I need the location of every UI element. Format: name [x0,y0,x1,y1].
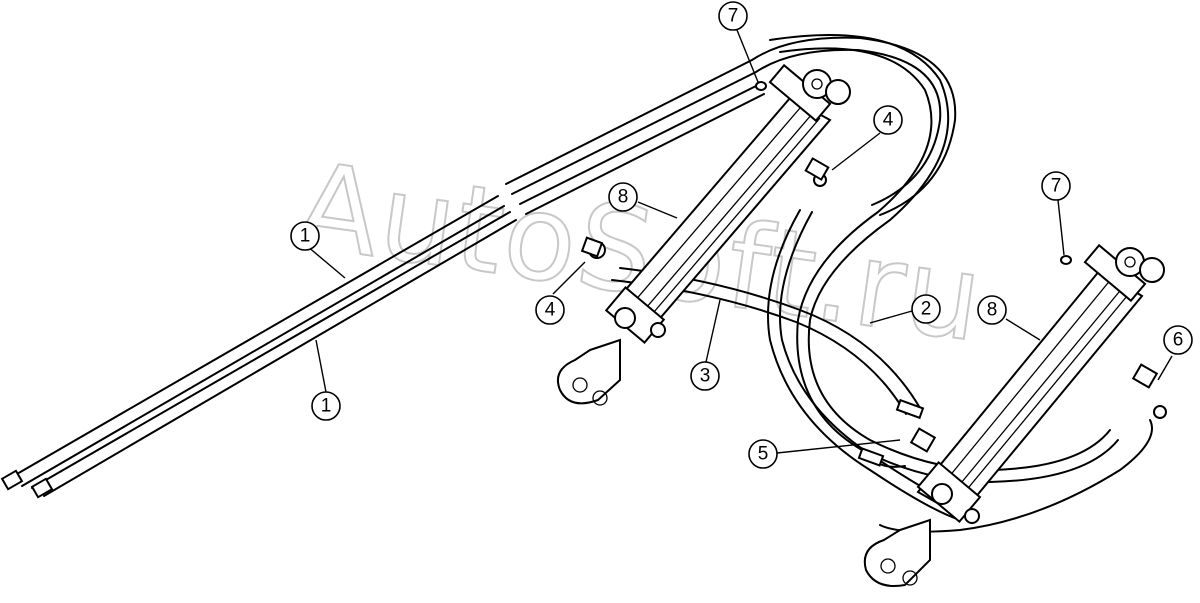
callout-label: 1 [300,226,311,247]
tube-end-fitting [0,469,24,491]
callout-label: 1 [321,396,332,417]
tube-pair [0,36,957,499]
callout: 7 [1041,171,1071,201]
callout: 4 [535,295,565,325]
callout: 8 [608,182,638,212]
callout-label: 4 [545,300,556,321]
callout-label: 6 [1173,330,1184,351]
callout: 1 [311,391,341,421]
o-ring-lower [1060,255,1072,265]
hydraulic-cylinder-upper [556,63,851,406]
callout-label: 4 [883,110,894,131]
leader-lines [306,29,1173,454]
callout: 4 [873,105,903,135]
callout-label: 8 [618,187,629,208]
callout-label: 8 [987,300,998,321]
callout: 1 [290,221,320,251]
callout-label: 7 [728,6,739,27]
callout: 2 [911,294,941,324]
tube-end-fitting [30,477,54,499]
hydraulic-cylinder-lower [857,243,1167,587]
callout: 3 [690,361,720,391]
callout-label: 2 [921,299,932,320]
callout: 7 [718,1,748,31]
callout-label: 3 [700,366,711,387]
o-ring-upper [755,81,767,91]
callout-label: 7 [1051,176,1062,197]
callout-label: 5 [758,444,769,465]
callout: 5 [748,439,778,469]
callout: 8 [977,295,1007,325]
callout: 6 [1163,325,1193,355]
